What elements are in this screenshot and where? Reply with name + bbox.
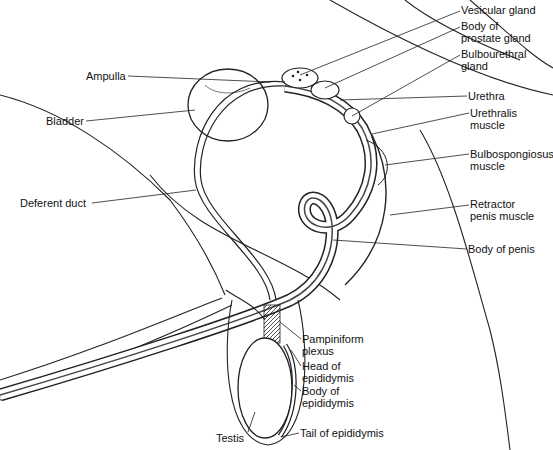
bulbospongiosus [366,140,387,185]
penis [0,86,371,395]
part-label: Pampiniform plexus [302,333,372,357]
epididymis-inner [280,345,294,436]
bladder-shading [205,85,250,93]
part-label: Urethralis muscle [470,107,532,131]
part-label: Bladder [46,115,84,127]
part-label: Bulbourethral gland [461,48,533,72]
part-label: Tail of epididymis [300,427,384,439]
deferent-duct [194,81,286,300]
part-label: Body of prostate gland [461,20,536,44]
part-label: Testis [216,432,244,444]
pampiniform-plexus [264,305,280,343]
part-label: Retractor penis muscle [470,198,538,222]
part-label: Vesicular gland [461,4,551,16]
part-label: Ampulla [86,70,126,82]
testis [238,338,292,438]
spermatic-cord [226,290,305,445]
retractor-muscle [345,135,386,285]
part-label: Bulbospongiosus muscle [470,148,553,172]
part-label: Body of penis [468,243,535,255]
leader-lines [86,11,469,437]
epididymis [280,345,294,436]
part-label: Deferent duct [20,197,86,209]
part-label: Urethra [468,90,505,102]
part-label: Head of epididymis [302,360,362,384]
part-label: Body of epididymis [302,385,362,409]
